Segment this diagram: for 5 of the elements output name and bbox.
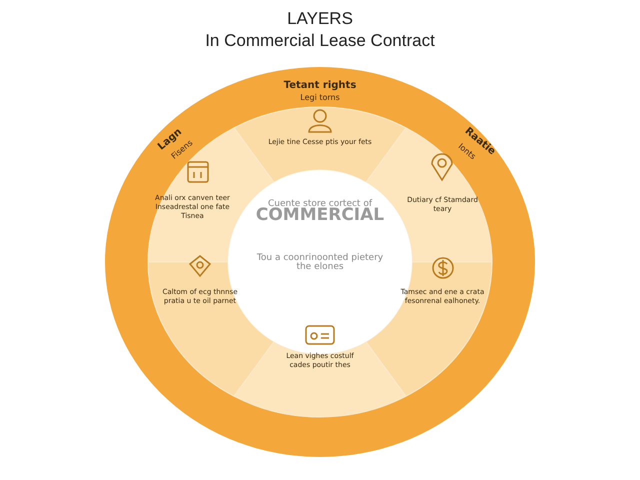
segment-heading: Tetant rights	[282, 80, 358, 91]
segment-subheading: Legi torns	[299, 93, 341, 102]
center-text: Tou a coonrinoonted pietery the elones	[256, 254, 384, 272]
center-text: Cuente store cortect of	[268, 200, 372, 209]
diagram-title: LAYERS In Commercial Lease Contract	[204, 8, 436, 52]
